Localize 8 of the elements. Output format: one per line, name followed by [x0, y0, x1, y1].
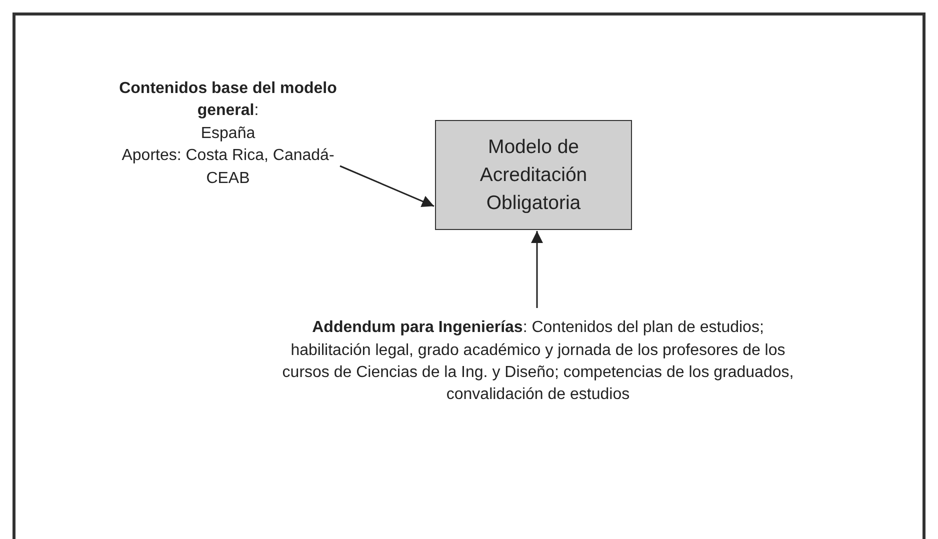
arrow — [531, 231, 543, 308]
annotation-text: Contenidos base del modelo general: — [118, 79, 338, 122]
arrow — [340, 165, 434, 207]
annotation-text: Aportes: Costa Rica, Canadá-CEAB — [120, 146, 336, 189]
process-box — [435, 120, 632, 230]
box-label: Modelo de Acreditación Obligatoria — [478, 134, 588, 216]
annotation-text: Addendum para Ingenierías: Contenidos del plan de estudios; habilitación legal, grado académico y jornada de los profesores de los cursos de Ciencias de la Ing. y Diseño; competencias de los graduados, convalidación de estudios — [281, 318, 795, 406]
annotation-text: España — [200, 124, 256, 144]
